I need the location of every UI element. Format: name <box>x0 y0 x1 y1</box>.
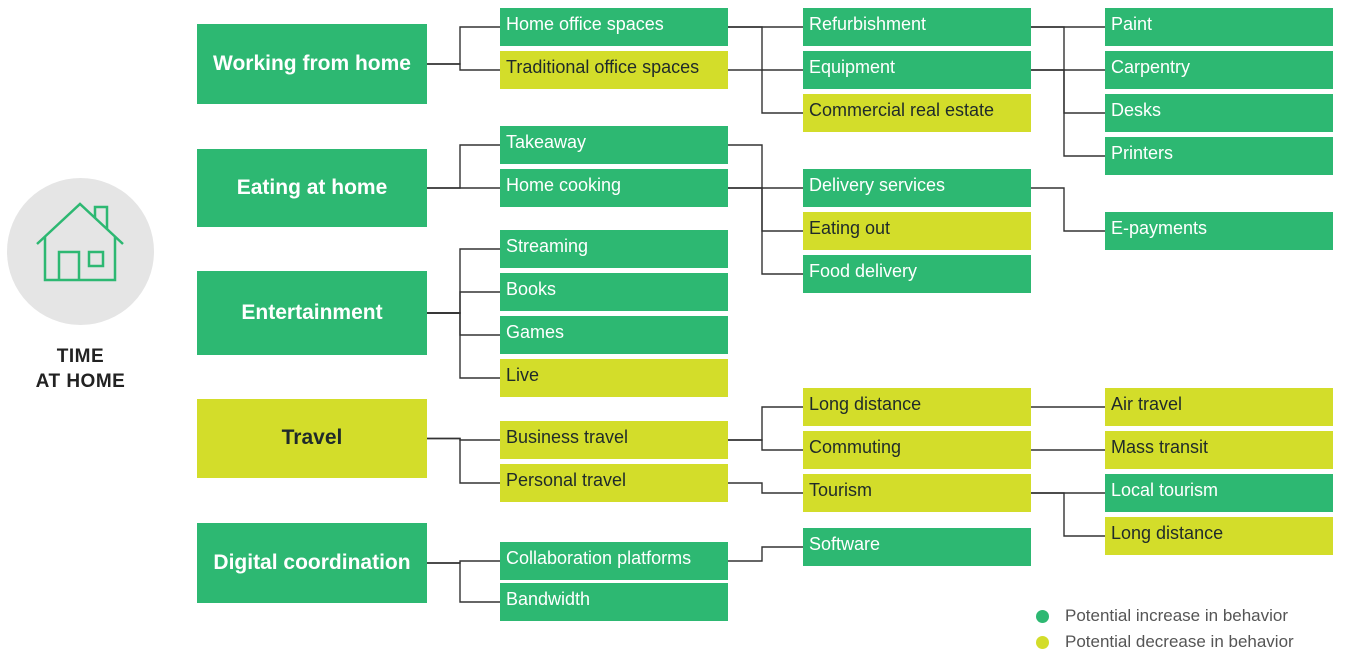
legend-dot-increase-icon <box>1036 609 1049 623</box>
hub-circle <box>7 178 154 325</box>
legend-item-decrease: Potential decrease in behavior <box>1036 629 1351 655</box>
hub-title-line-2: AT HOME <box>35 371 126 392</box>
node-box-mass-transit: Mass transit <box>1105 431 1333 469</box>
connector-home-office-to-equip <box>728 26 803 71</box>
node-box-collab: Collaboration platforms <box>500 542 728 580</box>
hub-title: TIME AT HOME <box>0 344 161 394</box>
node-box-takeaway: Takeaway <box>500 126 728 164</box>
node-box-software: Software <box>803 528 1031 566</box>
connector-equip-to-printers <box>1031 69 1105 157</box>
node-box-long-distance: Long distance <box>803 388 1031 426</box>
legend-dot-decrease-icon <box>1036 635 1049 649</box>
connector-wfh-to-home-office <box>427 26 500 65</box>
node-box-local-tourism: Local tourism <box>1105 474 1333 512</box>
connector-ent-to-games <box>427 312 500 336</box>
node-box-long-distance-tourism: Long distance <box>1105 517 1333 555</box>
node-box-cre: Commercial real estate <box>803 94 1031 132</box>
connector-tourism-to-long-distance-tourism <box>1031 492 1105 537</box>
connector-trad-office-to-cre <box>728 69 803 114</box>
connector-delivery-services-to-e-payments <box>1031 187 1105 232</box>
connector-home-cooking-to-food-delivery <box>728 187 803 275</box>
node-box-equip: Equipment <box>803 51 1031 89</box>
connector-trv-to-personal-travel <box>427 437 500 484</box>
category-box-wfh: Working from home <box>197 24 427 104</box>
hub-title-line-1: TIME <box>56 346 105 367</box>
connector-business-travel-to-commuting <box>728 439 803 451</box>
node-box-trad-office: Traditional office spaces <box>500 51 728 89</box>
node-box-personal-travel: Personal travel <box>500 464 728 502</box>
connector-ent-to-books <box>427 291 500 314</box>
legend: Potential increase in behavior Potential… <box>1036 603 1351 655</box>
legend-item-increase: Potential increase in behavior <box>1036 603 1351 629</box>
connector-business-travel-to-long-distance <box>728 406 803 441</box>
connector-ent-to-streaming <box>427 248 500 314</box>
node-box-air-travel: Air travel <box>1105 388 1333 426</box>
connector-home-cooking-to-eating-out <box>728 187 803 232</box>
node-box-desks: Desks <box>1105 94 1333 132</box>
connector-dig-to-bandwidth <box>427 562 500 603</box>
connector-collab-to-software <box>728 546 803 562</box>
legend-label-decrease: Potential decrease in behavior <box>1065 632 1294 651</box>
node-box-tourism: Tourism <box>803 474 1031 512</box>
category-box-eat: Eating at home <box>197 149 427 227</box>
node-box-delivery-services: Delivery services <box>803 169 1031 207</box>
node-box-printers: Printers <box>1105 137 1333 175</box>
node-box-business-travel: Business travel <box>500 421 728 459</box>
category-box-dig: Digital coordination <box>197 523 427 603</box>
connector-eat-to-takeaway <box>427 144 500 189</box>
connector-takeaway-to-delivery-services <box>728 144 803 189</box>
node-box-home-office: Home office spaces <box>500 8 728 46</box>
connector-equip-to-desks <box>1031 69 1105 114</box>
node-box-carpentry: Carpentry <box>1105 51 1333 89</box>
node-box-books: Books <box>500 273 728 311</box>
connector-ent-to-live <box>427 312 500 379</box>
node-box-paint: Paint <box>1105 8 1333 46</box>
node-box-commuting: Commuting <box>803 431 1031 469</box>
node-box-food-delivery: Food delivery <box>803 255 1031 293</box>
connector-refurb-to-carpentry <box>1031 26 1105 71</box>
category-box-ent: Entertainment <box>197 271 427 355</box>
node-box-e-payments: E-payments <box>1105 212 1333 250</box>
node-box-eating-out: Eating out <box>803 212 1031 250</box>
node-box-live: Live <box>500 359 728 397</box>
category-box-trv: Travel <box>197 399 427 478</box>
node-box-home-cooking: Home cooking <box>500 169 728 207</box>
legend-label-increase: Potential increase in behavior <box>1065 606 1289 625</box>
connector-personal-travel-to-tourism <box>728 482 803 494</box>
node-box-streaming: Streaming <box>500 230 728 268</box>
connector-wfh-to-trad-office <box>427 63 500 71</box>
node-box-bandwidth: Bandwidth <box>500 583 728 621</box>
node-box-refurb: Refurbishment <box>803 8 1031 46</box>
node-box-games: Games <box>500 316 728 354</box>
house-icon <box>36 202 124 282</box>
